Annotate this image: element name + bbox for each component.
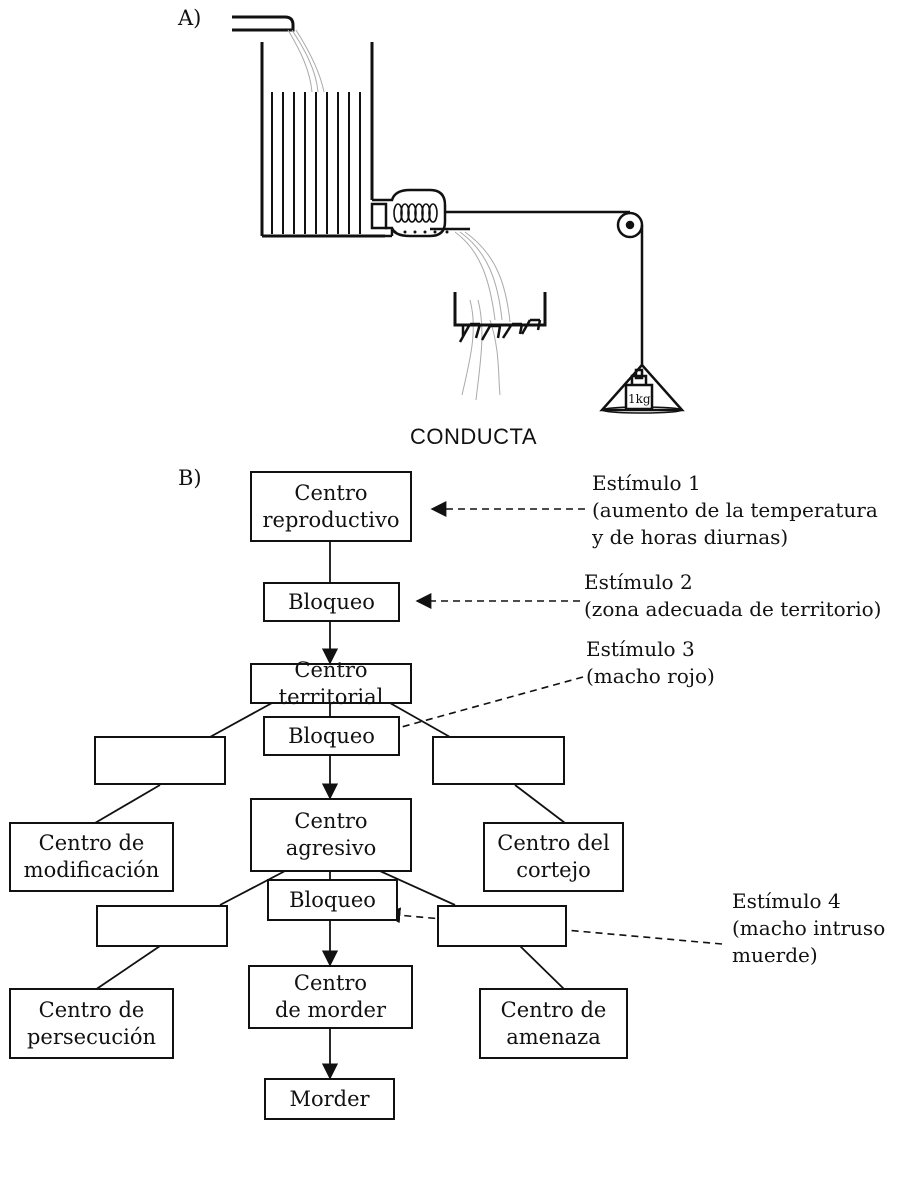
modification-center-label: Centro de modificación [23,831,160,882]
empty-right-2-box [437,905,567,947]
courtship-center-box: Centro del cortejo [483,822,624,892]
bite-box: Morder [264,1078,395,1120]
connector-aggressive-left [219,870,286,906]
territorial-center-box: Centro territorial [250,658,412,709]
block-2-label: Bloqueo [288,723,375,748]
stimulus-4-label: Estímulo 4 (macho intruso muerde) [732,889,886,967]
block-2-box: Bloqueo [263,716,400,756]
aggressive-center-box: Centro agresivo [250,798,412,872]
outflow-water-stream [454,231,511,401]
stimulus-2-label: Estímulo 2 (zona adecuada de territorio) [584,570,882,621]
stimulus-3-label: Estímulo 3 (macho rojo) [586,637,715,688]
connector-territorial-right [389,702,451,738]
threat-center-label: Centro de amenaza [500,997,607,1049]
connector-territorial-left [209,702,273,738]
behavior-trough [453,292,547,343]
inflow-tap [232,15,295,32]
block-1-box: Bloqueo [263,582,400,622]
aggressive-center-label: Centro agresivo [285,809,377,860]
connector-left1-to-modification [94,784,161,824]
connector-aggressive-right [379,870,456,906]
behavior-caption: CONDUCTA [410,424,538,449]
pursuit-center-box: Centro de persecución [9,988,174,1059]
reproductive-center-label: Centro reproductivo [262,480,400,532]
bite-center-label: Centro de morder [274,971,387,1022]
weight-label: 1kg [628,392,651,406]
bite-label: Morder [289,1086,370,1111]
block-1-label: Bloqueo [288,589,375,614]
block-3-box: Bloqueo [267,879,398,921]
pulley-and-weight [599,211,685,414]
modification-center-box: Centro de modificación [9,822,174,892]
connector-left2-to-pursuit [94,945,161,991]
panel-a-label: A) [178,6,202,30]
bite-center-box: Centro de morder [248,965,413,1029]
threat-center-box: Centro de amenaza [479,988,628,1059]
empty-right-1-box [432,736,565,785]
reproductive-center-box: Centro reproductivo [250,471,412,542]
connector-right1-to-courtship [514,784,566,824]
panel-b-label: B) [178,466,202,490]
pursuit-center-label: Centro de persecución [26,997,157,1049]
territorial-center-label: Centro territorial [278,657,384,709]
valve-spring [370,188,630,238]
stimulus-1-label: Estímulo 1 (aumento de la temperatura y … [592,471,878,549]
inflow-water-stream [287,29,325,93]
courtship-center-label: Centro del cortejo [497,831,610,882]
connector-right2-to-threat [519,945,566,991]
empty-left-1-box [94,736,226,785]
block-3-label: Bloqueo [289,887,376,912]
reservoir-tank [260,42,385,238]
empty-left-2-box [96,905,228,947]
